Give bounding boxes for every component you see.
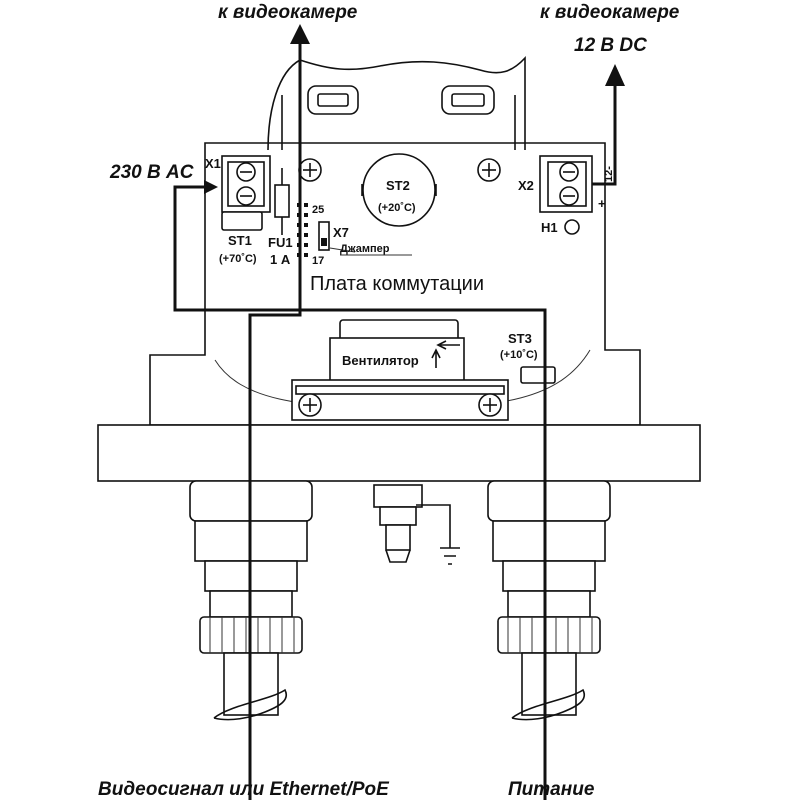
label-ac-voltage: 230 В AC: [109, 162, 194, 183]
thermostat-st2: [361, 153, 437, 227]
fuse-fu1: [274, 168, 290, 235]
fu1-rating: 1 А: [270, 252, 291, 267]
label-power: Питание: [508, 779, 595, 800]
ground-bolt: [373, 484, 460, 565]
x7-label: X7: [333, 225, 349, 240]
jumper-x7: [318, 221, 330, 251]
terminal-x2: [539, 155, 593, 213]
h1-label: H1: [541, 220, 558, 235]
board-screw-left: [298, 158, 322, 182]
cable-gland-right: [487, 480, 611, 721]
mounting-bracket: [267, 55, 526, 151]
wire-video: [248, 24, 310, 800]
label-video-signal: Видеосигнал или Ethernet/PoE: [98, 779, 390, 800]
board-title: Плата коммутации: [310, 273, 484, 295]
flange: [97, 424, 701, 482]
x2-label: X2: [518, 178, 534, 193]
label-dc-voltage: 12 В DC: [574, 35, 647, 56]
indicator-h1: [564, 219, 580, 235]
st2-temp: (+20˚C): [378, 202, 416, 214]
x2-terminal-mark: 12-: [603, 166, 615, 182]
st1-temp: (+70˚C): [219, 253, 257, 265]
jumper-label: Джампер: [340, 243, 390, 255]
x1-label: X1: [205, 156, 221, 171]
wire-12v-dc: [592, 64, 625, 186]
st3-temp: (+10˚C): [500, 349, 538, 361]
fan-label: Вентилятор: [342, 353, 419, 368]
pin-25-label: 25: [312, 204, 324, 216]
label-to-camera-right: к видеокамере: [540, 2, 680, 23]
fan-assembly: [291, 319, 509, 421]
wire-power: [173, 180, 547, 800]
thermostat-st3: [520, 366, 556, 384]
thermostat-st1: [221, 211, 263, 231]
x2-plus-mark: +: [598, 196, 606, 211]
label-to-camera-left: к видеокамере: [218, 2, 358, 23]
fu1-label: FU1: [268, 235, 293, 250]
st2-label: ST2: [386, 178, 410, 193]
pin-17-label: 17: [312, 255, 324, 267]
board-screw-right: [477, 158, 501, 182]
st1-label: ST1: [228, 233, 252, 248]
terminal-x1: [221, 155, 271, 213]
st3-label: ST3: [508, 331, 532, 346]
